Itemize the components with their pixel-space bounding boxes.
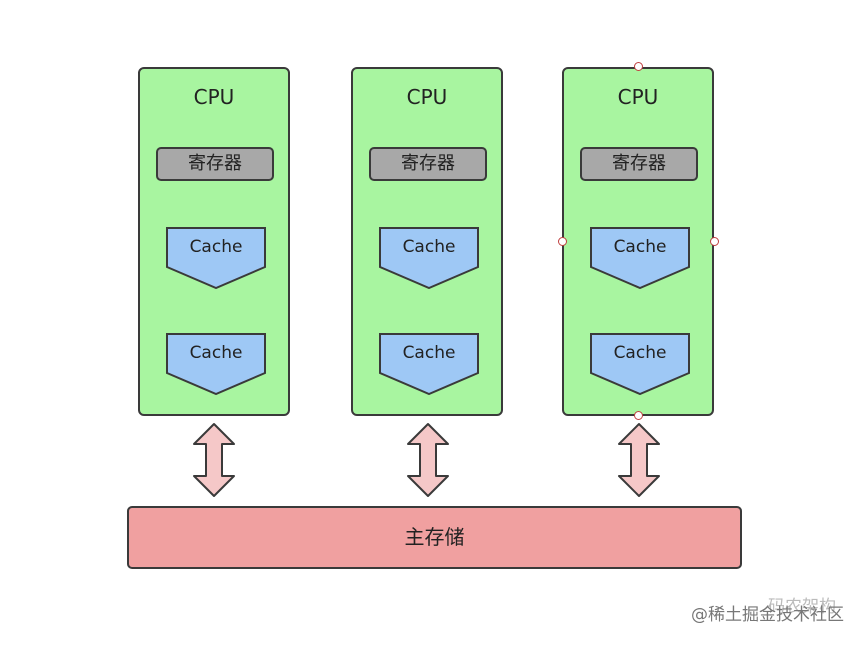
watermark-text: @稀土掘金技术社区 <box>691 605 844 625</box>
cache-shape <box>590 227 690 289</box>
cache-l1: Cache <box>590 227 690 289</box>
cache-l1: Cache <box>166 227 266 289</box>
main-memory-box: 主存储 <box>127 506 742 569</box>
register-box: 寄存器 <box>580 147 698 181</box>
double-arrow-1 <box>193 423 235 497</box>
cpu-title: CPU <box>617 85 659 109</box>
cache-label: Cache <box>189 343 243 363</box>
register-box: 寄存器 <box>156 147 274 181</box>
cache-label: Cache <box>613 237 667 257</box>
cache-shape <box>166 227 266 289</box>
cache-label: Cache <box>402 343 456 363</box>
cache-l1: Cache <box>379 227 479 289</box>
cache-label: Cache <box>613 343 667 363</box>
selection-handle-top[interactable] <box>634 62 643 71</box>
cpu-title: CPU <box>406 85 448 109</box>
double-arrow-3 <box>618 423 660 497</box>
cache-label: Cache <box>402 237 456 257</box>
cpu-box-3[interactable]: CPU 寄存器 Cache Cache <box>562 67 714 416</box>
cache-shape <box>166 333 266 395</box>
selection-handle-bottom[interactable] <box>634 411 643 420</box>
double-arrow-2 <box>407 423 449 497</box>
watermark-back-text: 码农架构 <box>768 597 836 617</box>
cache-shape <box>379 227 479 289</box>
register-box: 寄存器 <box>369 147 487 181</box>
cache-l2: Cache <box>379 333 479 395</box>
cpu-title: CPU <box>193 85 235 109</box>
cache-l2: Cache <box>166 333 266 395</box>
selection-handle-left[interactable] <box>558 237 567 246</box>
selection-handle-right[interactable] <box>710 237 719 246</box>
cache-label: Cache <box>189 237 243 257</box>
cache-l2: Cache <box>590 333 690 395</box>
cache-shape <box>590 333 690 395</box>
cpu-box-1: CPU 寄存器 Cache Cache <box>138 67 290 416</box>
cpu-box-2: CPU 寄存器 Cache Cache <box>351 67 503 416</box>
cache-shape <box>379 333 479 395</box>
